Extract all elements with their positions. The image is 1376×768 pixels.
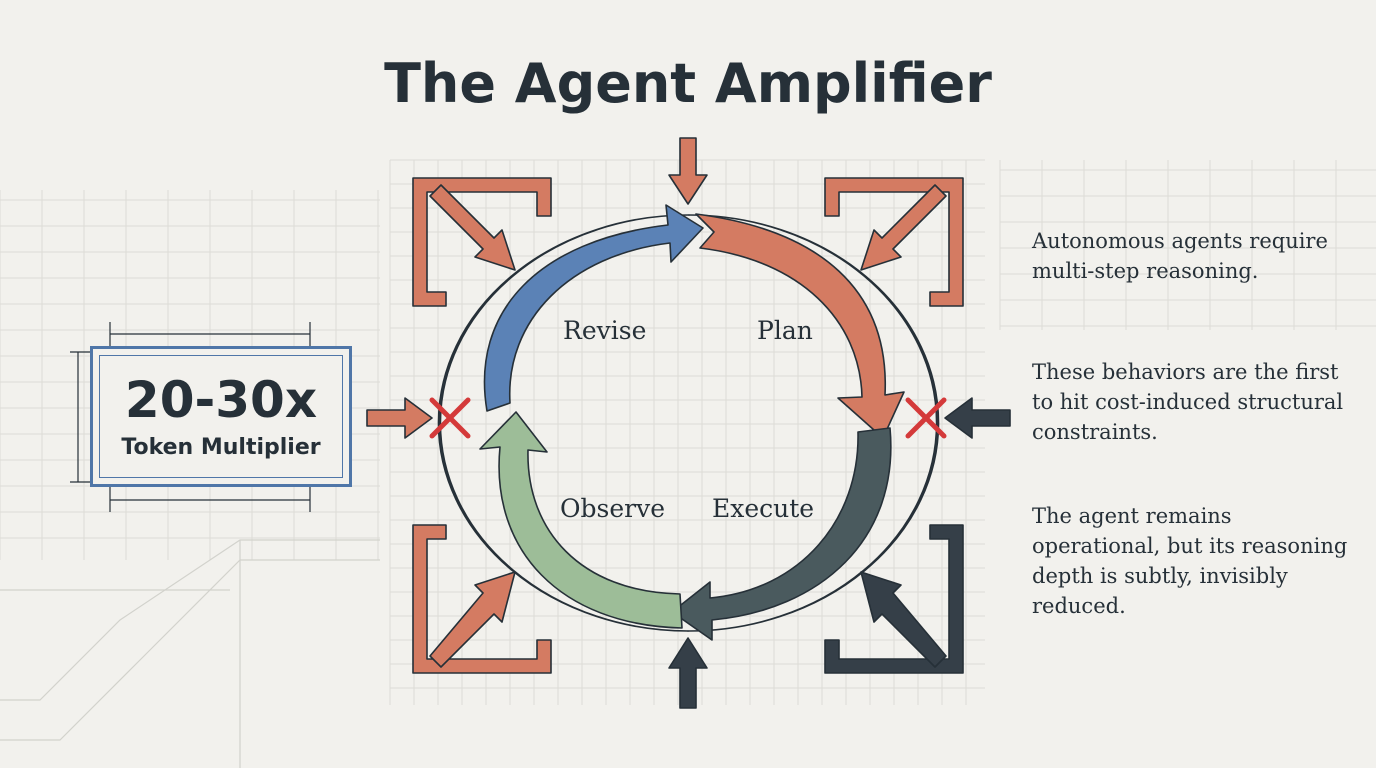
- observe-arrow: [479, 411, 683, 629]
- phase-label-plan: Plan: [757, 316, 813, 345]
- arrow-bottom-left: [429, 571, 516, 668]
- x-mark-left: [429, 397, 471, 439]
- arrow-top-right: [860, 184, 947, 271]
- outer-ring-left: [437, 214, 690, 632]
- arrow-bottom-right: [860, 571, 947, 668]
- revise-arrow: [483, 204, 704, 412]
- arrow-top-incoming: [668, 137, 708, 205]
- token-multiplier-inner-border: [99, 355, 343, 478]
- arrow-left-incoming: [366, 397, 433, 439]
- note-reduced-depth: The agent remains operational, but its r…: [1032, 504, 1348, 618]
- note-cost-constraints: These behaviors are the first to hit cos…: [1032, 360, 1344, 444]
- arrow-top-left: [429, 184, 516, 271]
- bracket-bottom-left: [412, 524, 552, 674]
- note-multi-step: Autonomous agents require multi-step rea…: [1032, 229, 1328, 283]
- multiplier-label: Token Multiplier: [121, 435, 321, 460]
- bracket-bottom-right: [824, 524, 964, 674]
- phase-label-execute: Execute: [712, 494, 815, 523]
- bracket-top-right: [824, 177, 964, 307]
- execute-arrow: [671, 427, 892, 641]
- phase-label-observe: Observe: [560, 494, 665, 523]
- plan-arrow: [695, 213, 905, 439]
- arrow-right-incoming: [944, 397, 1011, 439]
- token-multiplier-box: 20-30x Token Multiplier: [90, 346, 352, 487]
- bracket-top-left: [412, 177, 552, 307]
- phase-label-revise: Revise: [563, 316, 647, 345]
- page-title: The Agent Amplifier: [384, 52, 992, 115]
- multiplier-value: 20-30x: [124, 371, 318, 429]
- x-mark-right: [905, 397, 947, 439]
- arrow-bottom-incoming: [668, 637, 708, 709]
